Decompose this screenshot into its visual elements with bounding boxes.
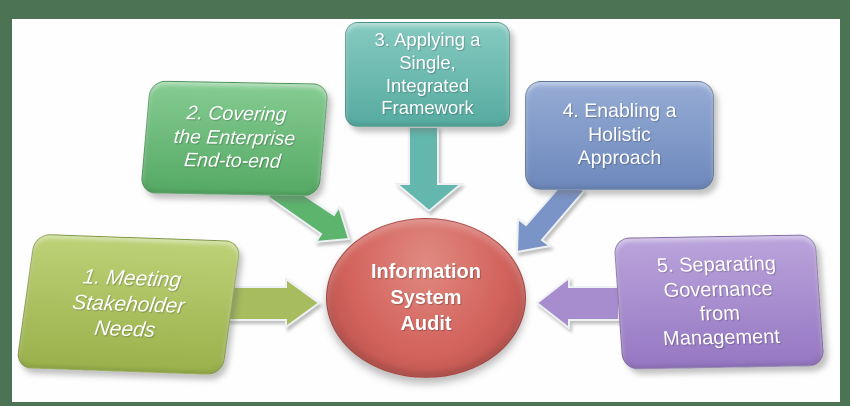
node-meeting-stakeholder-needs: 1. Meeting Stakeholder Needs — [15, 233, 242, 376]
arrow-node3-to-center-icon — [394, 126, 464, 213]
arrow-node1-to-center-icon — [226, 277, 321, 329]
arrow-node5-to-center-icon — [535, 275, 620, 331]
node-label: 2. Covering the Enterprise End-to-end — [172, 102, 297, 174]
node-applying-single-integrated-framework: 3. Applying a Single, Integrated Framewo… — [345, 22, 510, 127]
center-node-label: Information System Audit — [371, 261, 481, 335]
node-separating-governance-from-management: 5. Separating Governance from Management — [613, 234, 825, 370]
node-label: 1. Meeting Stakeholder Needs — [70, 265, 187, 343]
slide-background: 1. Meeting Stakeholder Needs 2. Covering… — [12, 19, 840, 402]
node-label: 4. Enabling a Holistic Approach — [562, 99, 677, 170]
node-label: 5. Separating Governance from Management — [656, 253, 781, 351]
center-node-information-system-audit: Information System Audit — [326, 218, 526, 378]
node-label: 3. Applying a Single, Integrated Framewo… — [374, 29, 481, 119]
node-covering-enterprise-end-to-end: 2. Covering the Enterprise End-to-end — [140, 80, 329, 197]
node-enabling-holistic-approach: 4. Enabling a Holistic Approach — [525, 81, 714, 190]
